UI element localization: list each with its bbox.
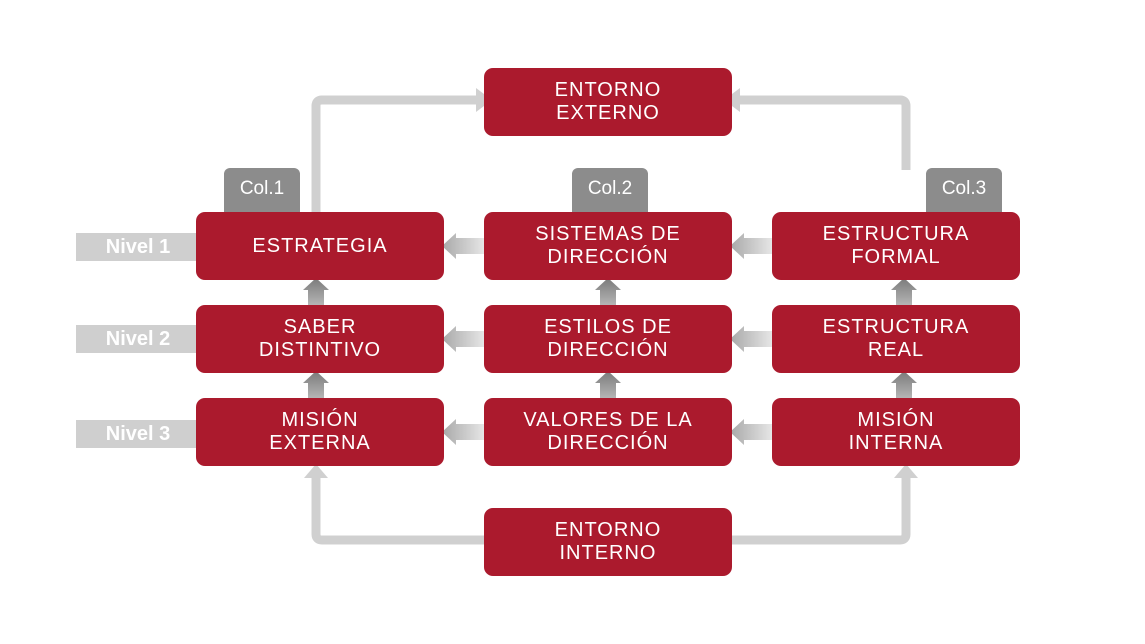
arrow-left-row2-gap1: [442, 326, 484, 352]
arrow-left-row3-gap2: [730, 419, 772, 445]
arrow-up-col3-gap1: [891, 278, 917, 305]
arrowhead-top-right: [724, 88, 740, 112]
column-tab-3: Col.3: [926, 168, 1002, 212]
arrow-up-col1-gap2: [303, 371, 329, 398]
column-tab-2: Col.2: [572, 168, 648, 212]
box-mision-interna: MISIÓN INTERNA: [772, 398, 1020, 466]
level-label-1: Nivel 1: [76, 233, 200, 261]
arrow-left-row1-gap1: [442, 233, 484, 259]
box-entorno-interno: ENTORNO INTERNO: [484, 508, 732, 576]
box-valores-de-la-direccion: VALORES DE LA DIRECCIÓN: [484, 398, 732, 466]
box-estilos-de-direccion: ESTILOS DE DIRECCIÓN: [484, 305, 732, 373]
arrow-up-col2-gap1: [595, 278, 621, 305]
level-label-2: Nivel 2: [76, 325, 200, 353]
arrowhead-bottom-right: [894, 464, 918, 478]
loop-bottom-left: [311, 476, 484, 545]
arrow-left-row2-gap2: [730, 326, 772, 352]
box-mision-externa: MISIÓN EXTERNA: [196, 398, 444, 466]
arrow-left-row1-gap2: [730, 233, 772, 259]
box-sistemas-de-direccion: SISTEMAS DE DIRECCIÓN: [484, 212, 732, 280]
column-tab-1: Col.1: [224, 168, 300, 212]
loop-bottom-right: [732, 476, 911, 545]
level-label-3: Nivel 3: [76, 420, 200, 448]
arrow-left-row3-gap1: [442, 419, 484, 445]
loop-top-left: [311, 95, 476, 212]
arrow-up-col3-gap2: [891, 371, 917, 398]
arrow-up-col1-gap1: [303, 278, 329, 305]
box-saber-distintivo: SABER DISTINTIVO: [196, 305, 444, 373]
box-estructura-formal: ESTRUCTURA FORMAL: [772, 212, 1020, 280]
box-estrategia: ESTRATEGIA: [196, 212, 444, 280]
loop-top-right: [740, 95, 911, 170]
arrow-up-col2-gap2: [595, 371, 621, 398]
box-estructura-real: ESTRUCTURA REAL: [772, 305, 1020, 373]
arrowhead-bottom-left: [304, 464, 328, 478]
box-entorno-externo: ENTORNO EXTERNO: [484, 68, 732, 136]
